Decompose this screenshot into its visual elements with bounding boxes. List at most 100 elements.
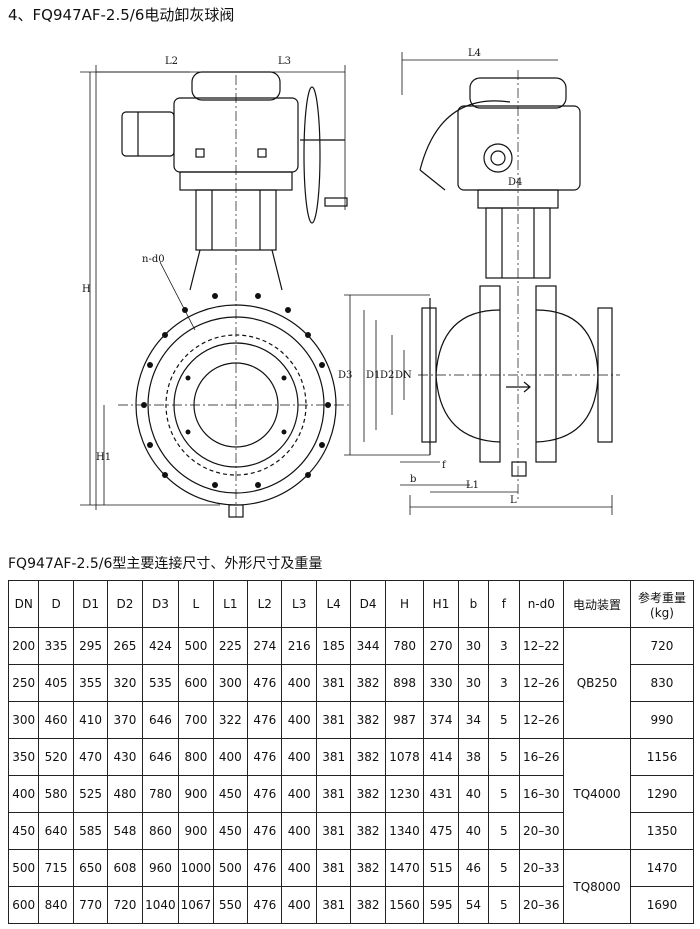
table-cell: 20–30 [518,812,565,850]
table-cell: 381 [315,849,352,887]
table-cell: 5 [488,886,520,924]
table-cell: 382 [350,849,386,887]
table-cell: 20–33 [518,849,565,887]
table-cell: 12–22 [518,627,565,665]
label-b: b [410,474,416,485]
header-cell: 参考重量(kg) [629,580,695,628]
label-l4: L4 [468,48,481,59]
table-cell: 20–36 [518,886,565,924]
label-f: f [442,460,447,471]
table-cell: 515 [423,849,459,887]
table-cell: 381 [315,886,352,924]
table-cell: 608 [107,849,143,887]
table-cell: 500 [212,849,249,887]
table-cell: 265 [107,627,143,665]
table-cell: 460 [38,701,74,739]
label-d3: D3 [338,370,352,381]
table-cell: 476 [247,775,283,813]
table-cell: 900 [178,775,214,813]
table-cell: 5 [488,701,520,739]
actuator-cell: TQ4000 [563,738,631,850]
header-cell: 电动装置 [563,580,631,628]
label-l: L [510,495,517,506]
table-cell: 46 [457,849,490,887]
table-cell: 5 [488,849,520,887]
table-cell: 16–26 [518,738,565,776]
table-cell: 1470 [384,849,425,887]
table-cell: 382 [350,886,386,924]
table-cell: 250 [7,664,40,702]
weight-cell: 1470 [629,849,695,887]
valve-technical-drawing: L2 L3 H H1 n-d0 [80,48,620,520]
header-cell: D4 [350,580,386,628]
table-cell: 330 [423,664,459,702]
weight-cell: 720 [629,627,695,665]
table-cell: 646 [141,738,180,776]
table-cell: 295 [72,627,109,665]
actuator-cell: TQ8000 [563,849,631,924]
table-cell: 600 [7,886,40,924]
table-cell: 860 [141,812,180,850]
table-cell: 450 [7,812,40,850]
table-cell: 480 [107,775,143,813]
weight-cell: 1290 [629,775,695,813]
table-cell: 322 [212,701,249,739]
weight-cell: 1156 [629,738,695,776]
table-cell: 382 [350,664,386,702]
table-cell: 34 [457,701,490,739]
table-cell: 400 [281,775,317,813]
table-cell: 1040 [141,886,180,924]
table-cell: 1067 [178,886,214,924]
header-cell: L1 [212,580,249,628]
header-cell: L [178,580,214,628]
table-cell: 650 [72,849,109,887]
label-n-d0: n-d0 [142,254,165,265]
weight-cell: 830 [629,664,695,702]
table-cell: 580 [38,775,74,813]
table-cell: 381 [315,701,352,739]
table-title: FQ947AF-2.5/6型主要连接尺寸、外形尺寸及重量 [8,556,323,572]
table-cell: 12–26 [518,664,565,702]
table-cell: 3 [488,627,520,665]
table-cell: 424 [141,627,180,665]
table-cell: 40 [457,775,490,813]
label-dn: DN [395,370,412,381]
table-cell: 476 [247,886,283,924]
table-cell: 535 [141,664,180,702]
table-cell: 430 [107,738,143,776]
table-cell: 38 [457,738,490,776]
label-h1: H1 [96,452,111,463]
table-cell: 5 [488,738,520,776]
table-cell: 476 [247,738,283,776]
header-cell: H [384,580,425,628]
table-cell: 216 [281,627,317,665]
table-cell: 12–26 [518,701,565,739]
label-h: H [82,284,91,295]
table-cell: 300 [212,664,249,702]
label-d4: D4 [508,177,522,188]
table-cell: 476 [247,849,283,887]
table-cell: 382 [350,812,386,850]
table-cell: 400 [212,738,249,776]
table-cell: 1000 [178,849,214,887]
table-cell: 476 [247,701,283,739]
table-cell: 300 [7,701,40,739]
header-cell: D1 [72,580,109,628]
table-cell: 16–30 [518,775,565,813]
table-cell: 450 [212,775,249,813]
table-cell: 987 [384,701,425,739]
table-cell: 405 [38,664,74,702]
table-cell: 780 [141,775,180,813]
table-cell: 200 [7,627,40,665]
table-cell: 382 [350,738,386,776]
header-cell: L2 [247,580,283,628]
header-cell: D [38,580,74,628]
weight-cell: 1350 [629,812,695,850]
table-cell: 400 [281,664,317,702]
table-cell: 414 [423,738,459,776]
table-cell: 960 [141,849,180,887]
